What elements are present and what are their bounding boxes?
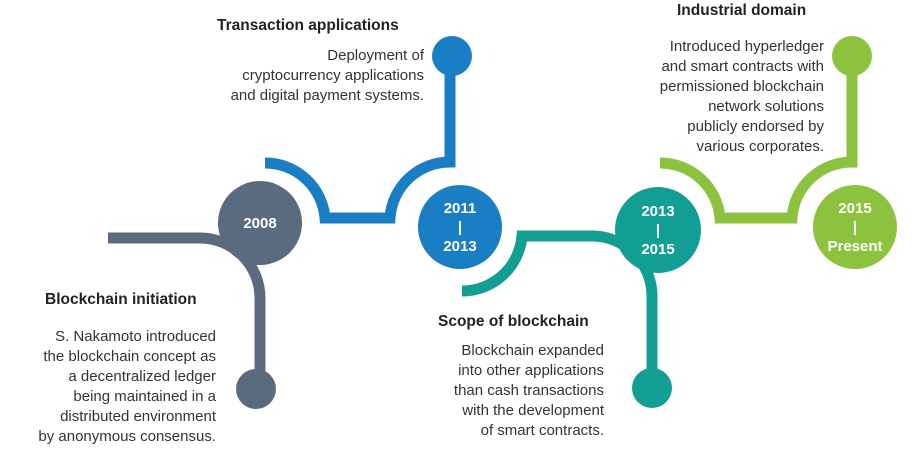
stage-title-industrial-domain: Industrial domain: [677, 2, 807, 19]
year-node-2011-2013: 2011 | 2013: [418, 185, 502, 269]
year-node-2008: 2008: [218, 181, 302, 265]
year-node-label-start: 2015: [838, 199, 872, 217]
desc-line: S. Nakamoto introduced: [55, 328, 216, 345]
connector-2011-2013: [264, 55, 456, 224]
desc-line: network solutions: [708, 98, 824, 115]
endpoint-dot-2011-2013: [432, 36, 472, 76]
desc-line: distributed environment: [60, 408, 216, 425]
year-node-label-start: 2011: [443, 199, 477, 217]
stage-title-blockchain-initiation: Blockchain initiation: [45, 291, 197, 308]
stage-title-scope-of-blockchain: Scope of blockchain: [438, 313, 589, 330]
year-node-label-end: Present: [827, 237, 883, 255]
desc-line: than cash transactions: [453, 382, 604, 399]
connector-2013-2015: [461, 230, 658, 385]
desc-line: a decentralized ledger: [68, 368, 216, 385]
desc-line: into other applications: [458, 362, 604, 379]
desc-line: by anonymous consensus.: [38, 428, 216, 445]
desc-line: permissioned blockchain: [659, 78, 824, 95]
desc-line: Deployment of: [327, 47, 424, 64]
stage-description-transaction-applications: Deployment of cryptocurrency application…: [180, 46, 424, 106]
desc-line: Introduced hyperledger: [669, 38, 824, 55]
year-node-label: 2008: [243, 214, 277, 232]
desc-line: cryptocurrency applications: [242, 67, 424, 84]
desc-line: and digital payment systems.: [230, 87, 424, 104]
year-node-2015-present: 2015 | Present: [813, 185, 897, 269]
desc-line: being maintained in a: [73, 388, 216, 405]
desc-line: various corporates.: [696, 138, 824, 155]
stage-description-industrial-domain: Introduced hyperledger and smart contrac…: [600, 37, 824, 157]
desc-line: Blockchain expanded: [461, 342, 604, 359]
year-node-label-start: 2013: [641, 202, 675, 220]
connector-2015-present: [659, 55, 858, 224]
stage-description-scope-of-blockchain: Blockchain expanded into other applicati…: [380, 341, 604, 441]
year-node-label-end: 2013: [443, 237, 477, 255]
year-node-label-end: 2015: [641, 240, 675, 258]
endpoint-dot-2015-present: [832, 36, 872, 76]
year-node-2013-2015: 2013 | 2015: [615, 187, 701, 273]
desc-line: the blockchain concept as: [43, 348, 216, 365]
desc-line: publicly endorsed by: [687, 118, 824, 135]
year-node-separator: |: [457, 218, 463, 236]
desc-line: of smart contracts.: [480, 422, 604, 439]
desc-line: with the development: [462, 402, 604, 419]
desc-line: and smart contracts with: [661, 58, 824, 75]
endpoint-dot-2008: [236, 369, 276, 409]
endpoint-dot-2013-2015: [632, 368, 672, 408]
stage-title-transaction-applications: Transaction applications: [217, 17, 399, 34]
year-node-separator: |: [852, 218, 858, 236]
stage-description-blockchain-initiation: S. Nakamoto introduced the blockchain co…: [0, 327, 216, 447]
year-node-separator: |: [655, 221, 661, 239]
